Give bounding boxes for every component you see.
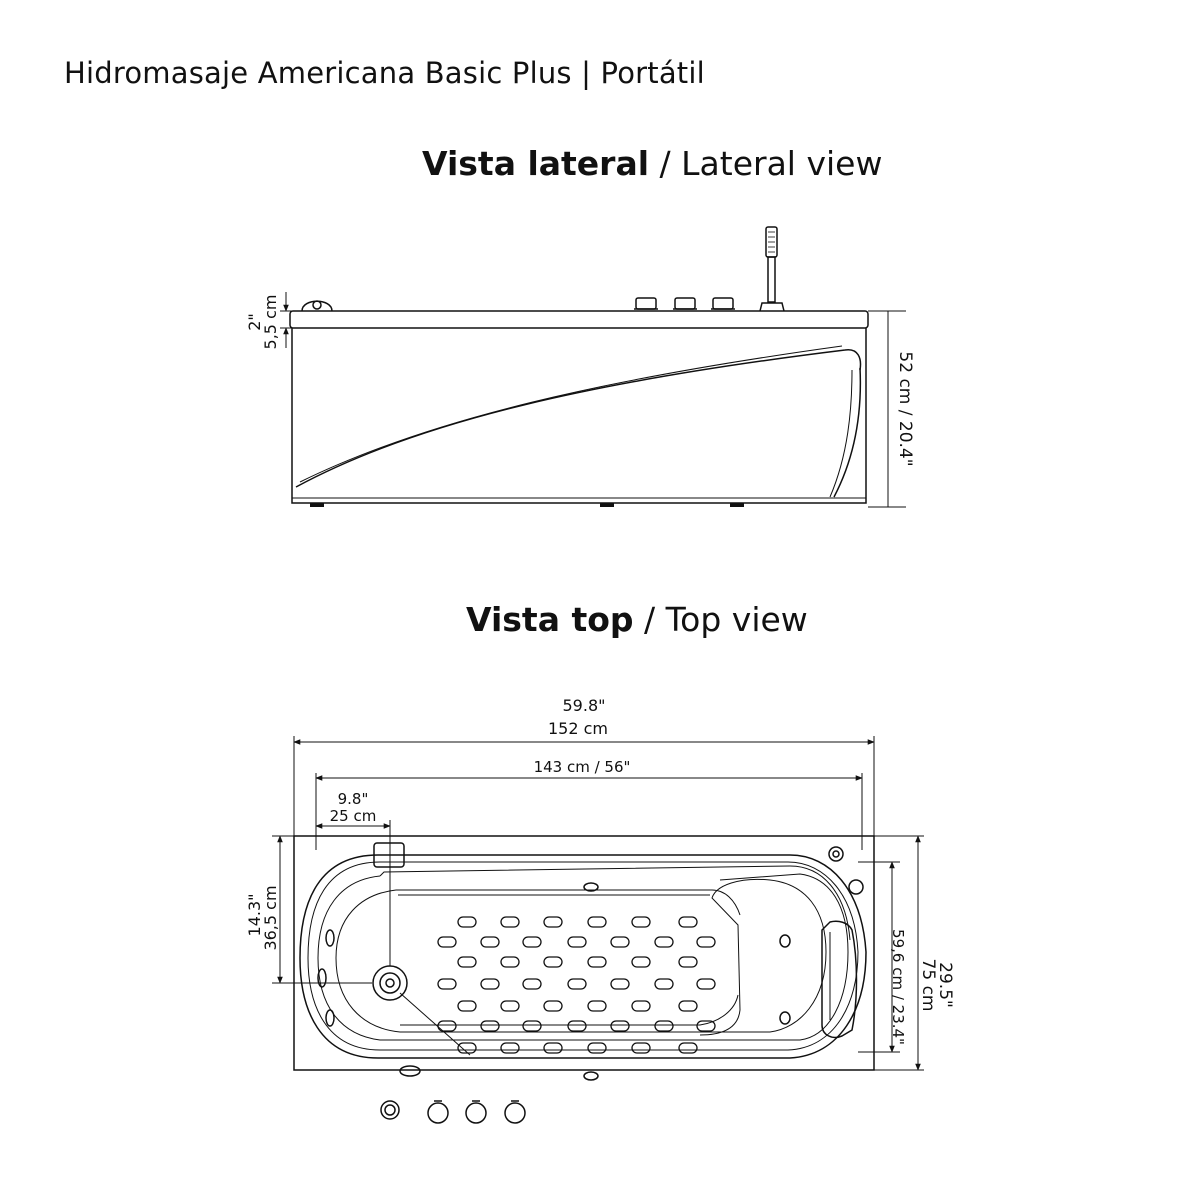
air-jet [610, 936, 630, 948]
top-heading-es: Vista top [466, 600, 634, 639]
drain-side-in-label: 14.3" [245, 894, 264, 937]
tub-width-in-label: 29.5" [935, 962, 955, 1008]
air-jet [654, 1020, 674, 1032]
air-jet [437, 978, 457, 990]
drain-offset-cm-label: 25 cm [330, 807, 377, 825]
lateral-dimensions [280, 292, 906, 508]
air-jet [678, 1000, 698, 1012]
air-jet [631, 916, 651, 928]
tub-body [291, 328, 867, 504]
air-jet [437, 936, 457, 948]
tub-outline [293, 835, 875, 1071]
tub-width-cm-label: 75 cm [918, 959, 938, 1012]
air-jet [678, 1042, 698, 1054]
tub-height-label: 52 cm / 20.4" [895, 351, 915, 466]
air-jet [480, 1020, 500, 1032]
top-view-drawing [293, 835, 875, 1071]
tub-length-cm-label: 152 cm [548, 719, 608, 738]
tub-length-in-label: 59.8" [563, 696, 606, 715]
air-jet [437, 1020, 457, 1032]
overflow-knob [828, 846, 844, 862]
control-box [373, 842, 405, 868]
air-jet [543, 916, 563, 928]
air-jet [696, 1020, 716, 1032]
rim-height-in-label: 2" [245, 313, 264, 331]
air-jet [587, 1042, 607, 1054]
drain-side-cm-label: 36,5 cm [261, 885, 280, 950]
air-jet [480, 936, 500, 948]
air-jet [631, 956, 651, 968]
inner-length-label: 143 cm / 56" [534, 758, 631, 776]
lateral-heading-es: Vista lateral [422, 144, 650, 183]
air-jet [587, 956, 607, 968]
drain-offset-in-label: 9.8" [338, 790, 369, 808]
air-jet [678, 956, 698, 968]
top-heading-en: Top view [665, 600, 808, 639]
air-jet [631, 1000, 651, 1012]
inner-width-label: 59,6 cm / 23.4" [889, 929, 907, 1045]
air-jet [696, 978, 716, 990]
air-jet [654, 936, 674, 948]
valve-knob-3 [504, 1102, 526, 1124]
lateral-view-heading: Vista lateral / Lateral view [422, 144, 882, 183]
lateral-view-drawing [289, 226, 869, 507]
air-jet [543, 956, 563, 968]
air-jet [567, 1020, 587, 1032]
top-view-fittings [317, 842, 864, 1124]
air-jet [678, 916, 698, 928]
air-jet [522, 978, 542, 990]
air-jet [543, 1042, 563, 1054]
air-jet [500, 1000, 520, 1012]
air-jet [696, 936, 716, 948]
air-jet-grid [437, 916, 716, 1054]
air-jet [631, 1042, 651, 1054]
air-jet [480, 978, 500, 990]
air-jet [610, 1020, 630, 1032]
top-heading-separator: / [633, 600, 666, 639]
air-jet [457, 1042, 477, 1054]
air-jet [522, 1020, 542, 1032]
pillow-knob [848, 879, 864, 895]
air-jet [457, 916, 477, 928]
top-dimensions [272, 736, 924, 1071]
tub-rim [289, 310, 869, 329]
air-jet [457, 956, 477, 968]
air-jet [654, 978, 674, 990]
air-jet [500, 916, 520, 928]
rim-height-cm-label: 5,5 cm [261, 295, 280, 350]
air-jet [610, 978, 630, 990]
tub-basin-outer [299, 854, 867, 1059]
air-jet [567, 936, 587, 948]
air-jet [500, 1042, 520, 1054]
air-jet [522, 936, 542, 948]
lateral-heading-separator: / [649, 144, 682, 183]
air-jet [587, 1000, 607, 1012]
air-jet [567, 978, 587, 990]
valve-knob-1 [427, 1102, 449, 1124]
headrest [821, 920, 858, 1039]
air-jet [457, 1000, 477, 1012]
valve-knob-2 [465, 1102, 487, 1124]
hand-shower-icon [759, 226, 785, 312]
top-view-heading: Vista top / Top view [466, 600, 808, 639]
valve-knobs-side [634, 297, 735, 310]
air-jet [500, 956, 520, 968]
page-title: Hidromasaje Americana Basic Plus | Portá… [64, 56, 705, 90]
air-jet [587, 916, 607, 928]
drain-knob [380, 1100, 400, 1120]
air-jet [543, 1000, 563, 1012]
lateral-heading-en: Lateral view [681, 144, 883, 183]
